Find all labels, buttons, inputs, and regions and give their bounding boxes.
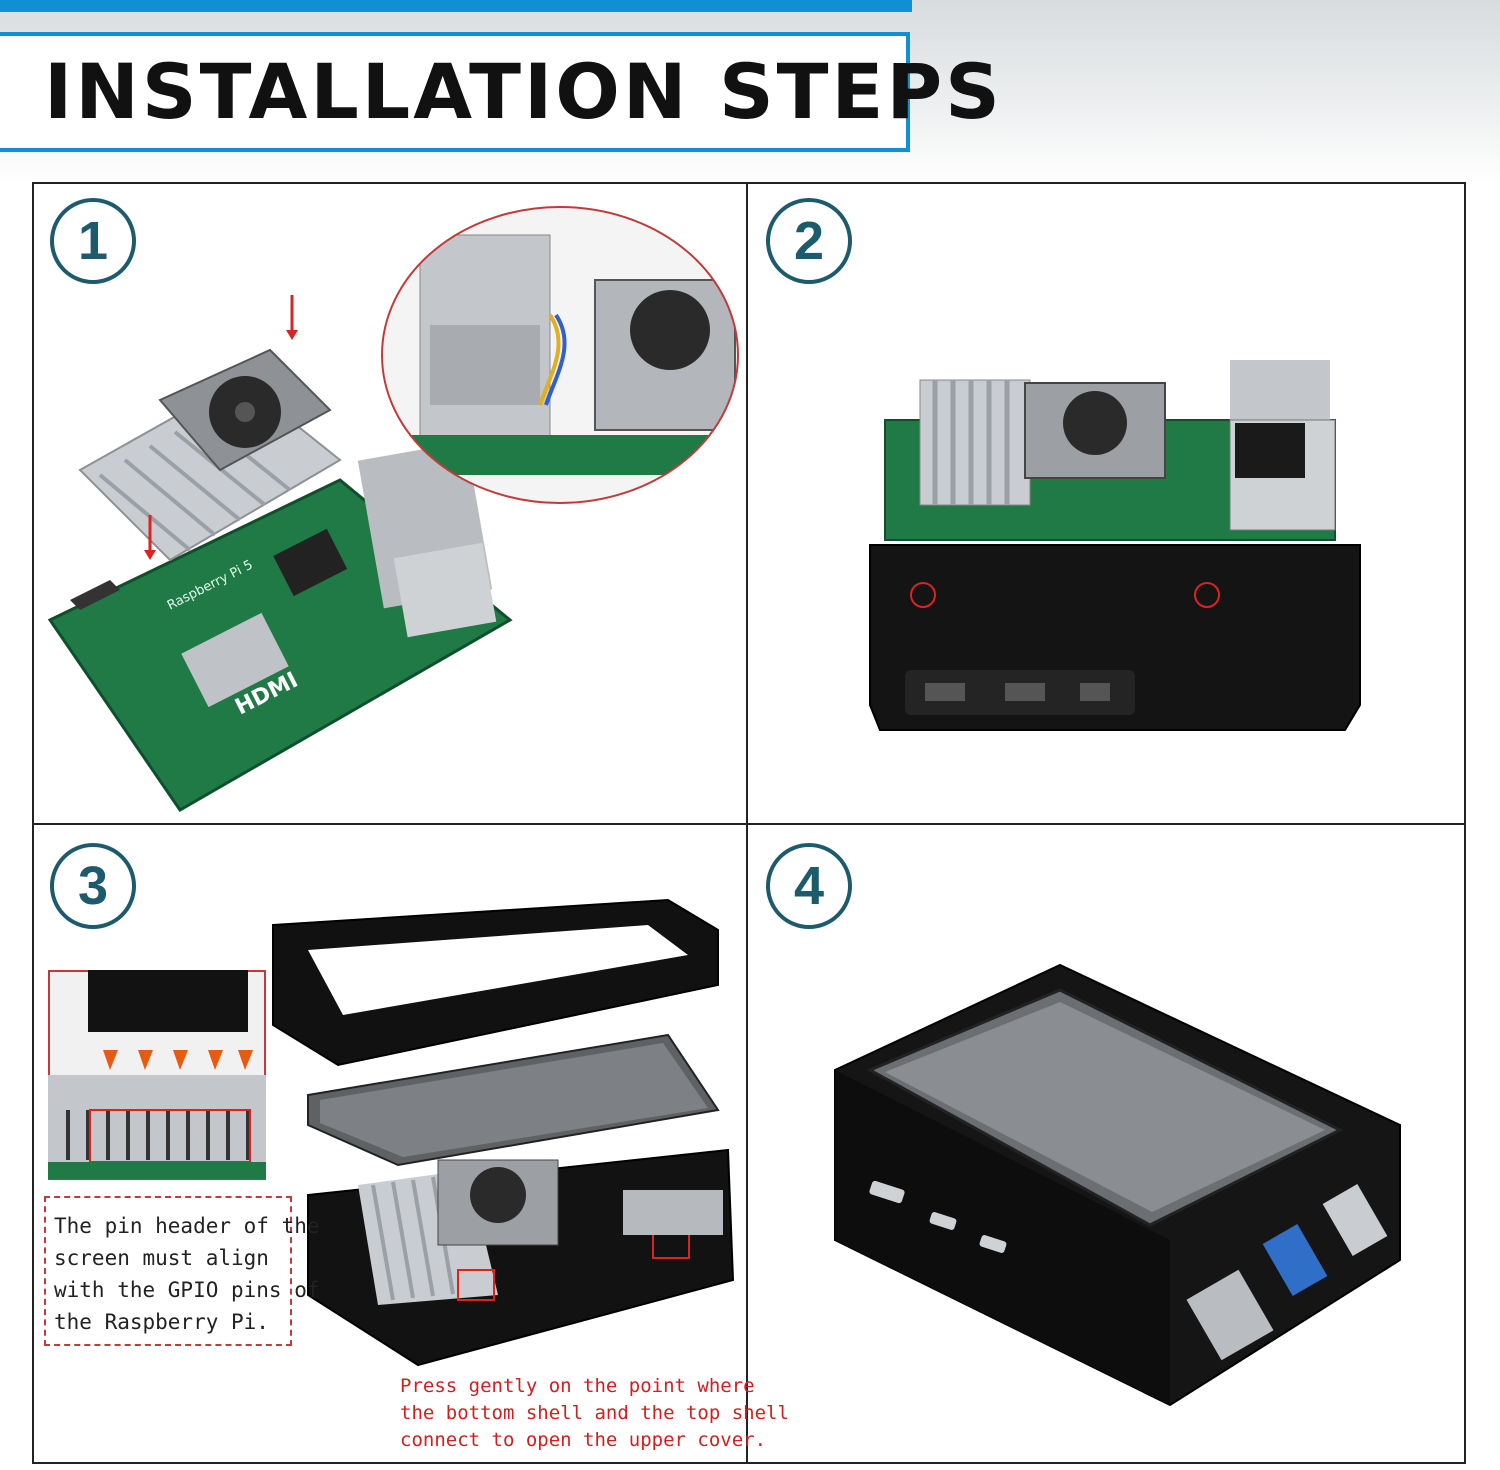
step-3-pin-header-inset bbox=[48, 970, 266, 1180]
title-accent-bar bbox=[0, 0, 912, 12]
step-3-number: 3 bbox=[50, 843, 136, 929]
grid-divider-horizontal bbox=[32, 823, 1466, 825]
step-2-case-illustration bbox=[869, 360, 1361, 731]
press-gently-note-line: connect to open the upper cover. bbox=[400, 1429, 767, 1451]
step-3-assembly-illustration bbox=[272, 898, 735, 1367]
pin-header-note-line: screen must align bbox=[54, 1246, 269, 1270]
step-4-finished-case-illustration bbox=[834, 963, 1401, 1407]
title-box bbox=[0, 32, 910, 152]
step-4-number: 4 bbox=[766, 843, 852, 929]
step-2-number: 2 bbox=[766, 198, 852, 284]
pin-header-note-line: the Raspberry Pi. bbox=[54, 1310, 269, 1334]
page-title: INSTALLATION STEPS bbox=[44, 47, 1003, 136]
press-gently-note-line: Press gently on the point where bbox=[400, 1375, 755, 1397]
step-1-number: 1 bbox=[50, 198, 136, 284]
pin-header-note-line: with the GPIO pins of bbox=[54, 1278, 320, 1302]
pin-header-note: The pin header of the screen must align … bbox=[44, 1196, 320, 1346]
press-gently-note-line: the bottom shell and the top shell bbox=[400, 1402, 789, 1424]
pin-header-note-line: The pin header of the bbox=[54, 1214, 320, 1238]
press-gently-note: Press gently on the point where the bott… bbox=[400, 1373, 789, 1454]
step-1-zoom-inset bbox=[381, 206, 739, 504]
step-1-board-illustration: HDMI Raspberry Pi 5 bbox=[47, 295, 513, 812]
